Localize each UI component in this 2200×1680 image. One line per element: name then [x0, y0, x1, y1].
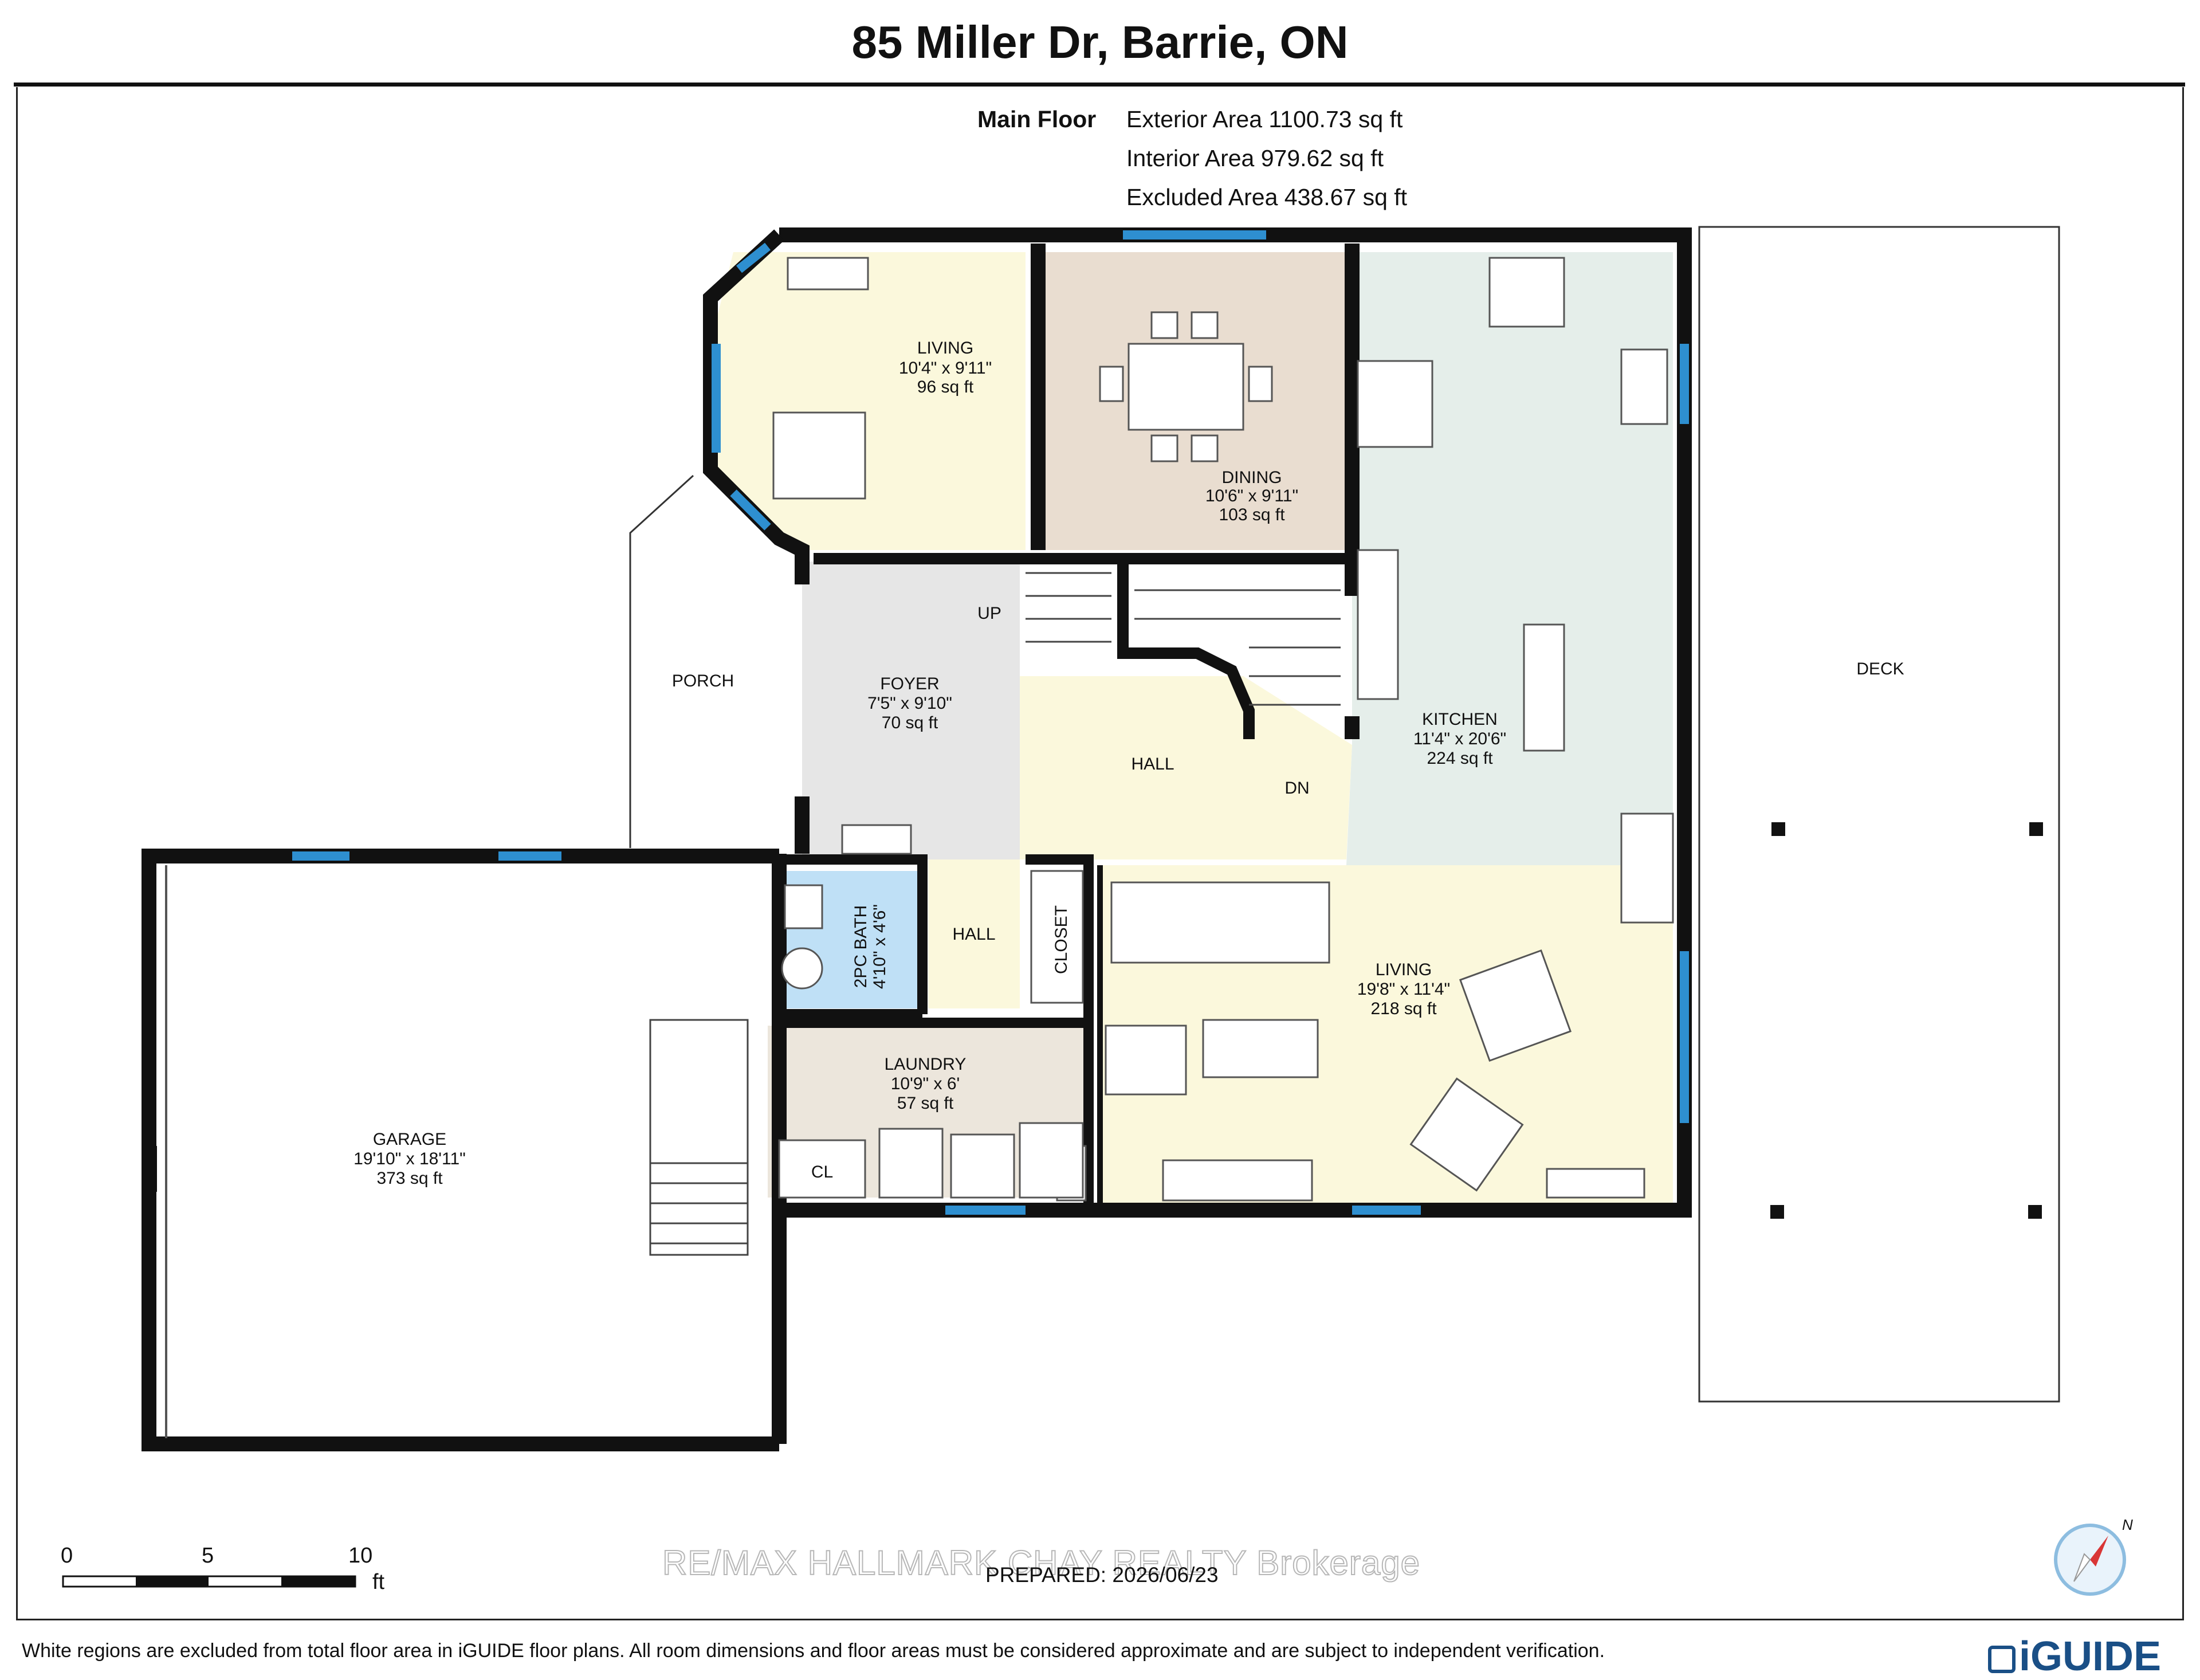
room-hall-small: [928, 859, 1020, 1008]
room-living-top: [716, 252, 1026, 550]
kitchen-dims: 11'4" x 20'6": [1413, 729, 1506, 748]
room-hall: [1020, 676, 1352, 859]
deck-label: DECK: [1856, 660, 1904, 678]
foyer-dims: 7'5" x 9'10": [867, 694, 952, 713]
living-top-name: LIVING: [917, 339, 973, 358]
laundry-area: 57 sq ft: [897, 1094, 954, 1113]
page-frame: [16, 87, 2184, 1620]
furniture: [772, 257, 1674, 1202]
scale-bar: [62, 1575, 356, 1588]
floor-area-values: Exterior Area 1100.73 sq ft Interior Are…: [1126, 100, 1527, 217]
garage-side-door: [142, 1146, 157, 1192]
kitchen-area: 224 sq ft: [1427, 749, 1493, 768]
bath-name: 2PC BATH: [851, 905, 870, 988]
deck-outline: [1698, 226, 2060, 1403]
dining-dims: 10'6" x 9'11": [1205, 486, 1298, 505]
living-main-area: 218 sq ft: [1370, 999, 1437, 1018]
garage-stairs: [649, 1019, 749, 1256]
main-stairs: [1026, 572, 1341, 706]
compass-icon: N: [2054, 1516, 2133, 1596]
footer-disclaimer: White regions are excluded from total fl…: [22, 1640, 1605, 1662]
plan-title: 85 Miller Dr, Barrie, ON: [851, 17, 1349, 68]
up-label: UP: [977, 604, 1001, 623]
bath-dims: 4'10" x 4'6": [870, 904, 889, 989]
hall-main-label: HALL: [1131, 755, 1174, 774]
deck-posts: [1770, 822, 2043, 1219]
dining-name: DINING: [1222, 468, 1282, 487]
brand-logo: iGUIDE: [1988, 1633, 2161, 1680]
dining-area: 103 sq ft: [1219, 505, 1285, 524]
excluded-area: Excluded Area 438.67 sq ft: [1126, 184, 1408, 210]
floor-label: Main Floor: [977, 106, 1097, 132]
living-main-name: LIVING: [1376, 960, 1432, 979]
scale-tick-5: 5: [202, 1544, 214, 1568]
porch-outline: [629, 474, 694, 848]
laundry-dims: 10'9" x 6': [891, 1074, 960, 1093]
dn-label: DN: [1284, 779, 1309, 798]
kitchen-name: KITCHEN: [1422, 710, 1498, 729]
compass-north-label: N: [2122, 1516, 2133, 1533]
room-foyer: [802, 562, 1020, 859]
foyer-area: 70 sq ft: [882, 713, 938, 732]
title-rule: [14, 83, 2185, 87]
garage-dims: 19'10" x 18'11": [353, 1149, 466, 1168]
windows: [292, 230, 1689, 1215]
living-main-dims: 19'8" x 11'4": [1357, 980, 1450, 999]
interior-area: Interior Area 979.62 sq ft: [1126, 145, 1384, 171]
scale-tick-0: 0: [61, 1544, 73, 1568]
foyer-name: FOYER: [880, 674, 939, 693]
iguide-icon: [1988, 1645, 2016, 1673]
walls: [142, 227, 1692, 1451]
brand-name: iGUIDE: [2019, 1634, 2162, 1679]
watermark: RE/MAX HALLMARK CHAY REALTY Brokerage: [659, 1543, 1424, 1583]
scale-tick-10: 10: [348, 1544, 373, 1568]
room-labels: LIVING 10'4" x 9'11" 96 sq ft DINING 10'…: [353, 339, 1904, 1188]
hall-small-label: HALL: [952, 925, 995, 944]
garage-name: GARAGE: [373, 1130, 446, 1149]
prepared-date: PREPARED: 2026/06/23: [985, 1563, 1219, 1587]
laundry-name: LAUNDRY: [885, 1055, 967, 1074]
garage-area: 373 sq ft: [376, 1169, 443, 1188]
exterior-area: Exterior Area 1100.73 sq ft: [1126, 106, 1403, 132]
cl-label: CL: [811, 1163, 833, 1182]
living-top-dims: 10'4" x 9'11": [899, 359, 992, 378]
scale-unit: ft: [372, 1570, 385, 1594]
closet-label: CLOSET: [1052, 905, 1071, 974]
living-top-area: 96 sq ft: [917, 378, 974, 397]
porch-label: PORCH: [672, 672, 734, 690]
